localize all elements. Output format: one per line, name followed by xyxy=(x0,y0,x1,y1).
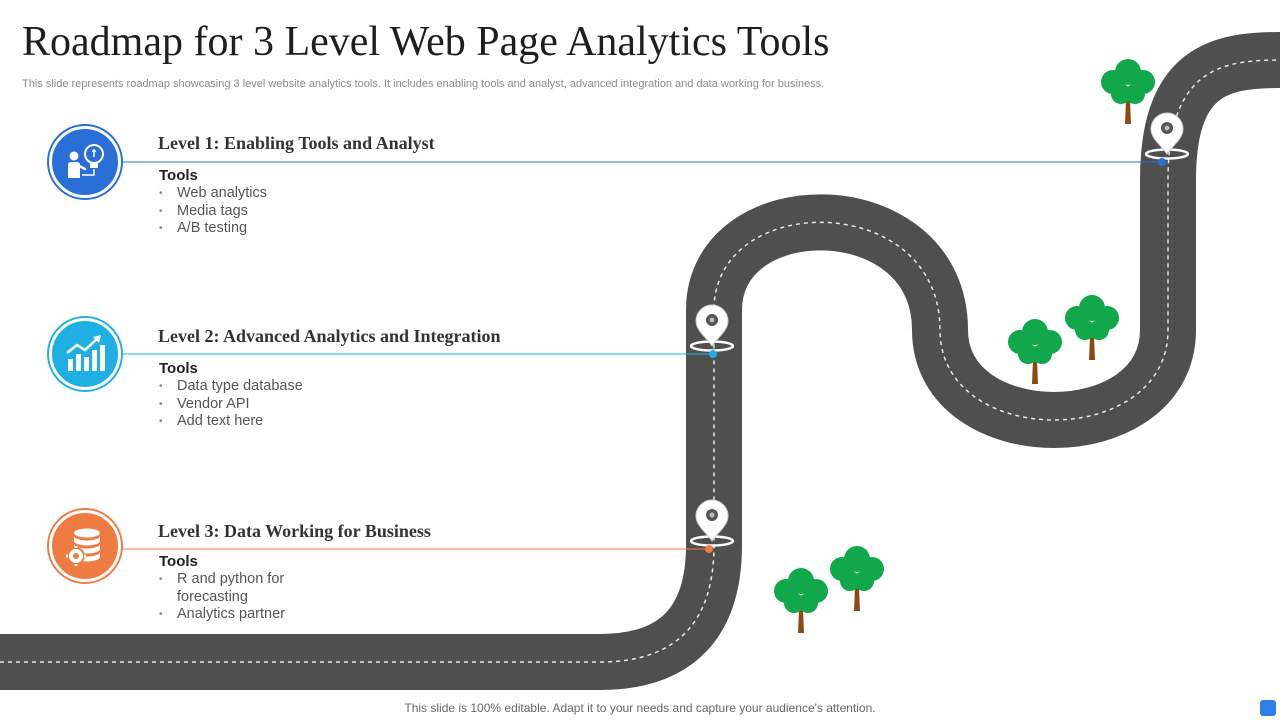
level-3-tool-list: R and python for forecasting Analytics p… xyxy=(159,571,319,624)
growth-chart-icon xyxy=(66,335,105,371)
database-gear-icon xyxy=(66,528,100,566)
corner-badge xyxy=(1260,700,1276,716)
map-pin-icon xyxy=(689,499,735,553)
level-1-icon-circle xyxy=(49,126,121,198)
tree-icon xyxy=(774,568,828,633)
level-1-tools-label: Tools xyxy=(159,167,198,184)
person-lightbulb-icon xyxy=(68,144,104,178)
footer-note: This slide is 100% editable. Adapt it to… xyxy=(404,701,876,715)
level-2-icon-circle xyxy=(49,318,121,390)
level-3-icon-circle xyxy=(49,510,121,582)
tree-icon xyxy=(1101,59,1155,124)
level-3-title: Level 3: Data Working for Business xyxy=(158,521,431,541)
map-pin-icon xyxy=(1144,112,1190,166)
list-item: R and python for forecasting xyxy=(159,571,319,606)
tree-icon xyxy=(830,546,884,611)
tree-icon xyxy=(1065,295,1119,360)
tree-icon xyxy=(1008,319,1062,384)
list-item: Add text here xyxy=(159,413,329,431)
list-item: A/B testing xyxy=(159,220,329,238)
level-2-tools-label: Tools xyxy=(159,360,198,377)
list-item: Vendor API xyxy=(159,396,329,414)
list-item: Web analytics xyxy=(159,185,329,203)
level-1-title: Level 1: Enabling Tools and Analyst xyxy=(158,133,435,153)
list-item: Data type database xyxy=(159,378,329,396)
level-1-tool-list: Web analytics Media tags A/B testing xyxy=(159,185,329,238)
map-pin-icon xyxy=(689,304,735,358)
list-item: Analytics partner xyxy=(159,606,319,624)
list-item: Media tags xyxy=(159,203,329,221)
level-3-tools-label: Tools xyxy=(159,553,198,570)
level-2-title: Level 2: Advanced Analytics and Integrat… xyxy=(158,326,501,346)
page-title: Roadmap for 3 Level Web Page Analytics T… xyxy=(22,19,830,65)
page-subtitle: This slide represents roadmap showcasing… xyxy=(22,78,825,90)
level-2-tool-list: Data type database Vendor API Add text h… xyxy=(159,378,329,431)
